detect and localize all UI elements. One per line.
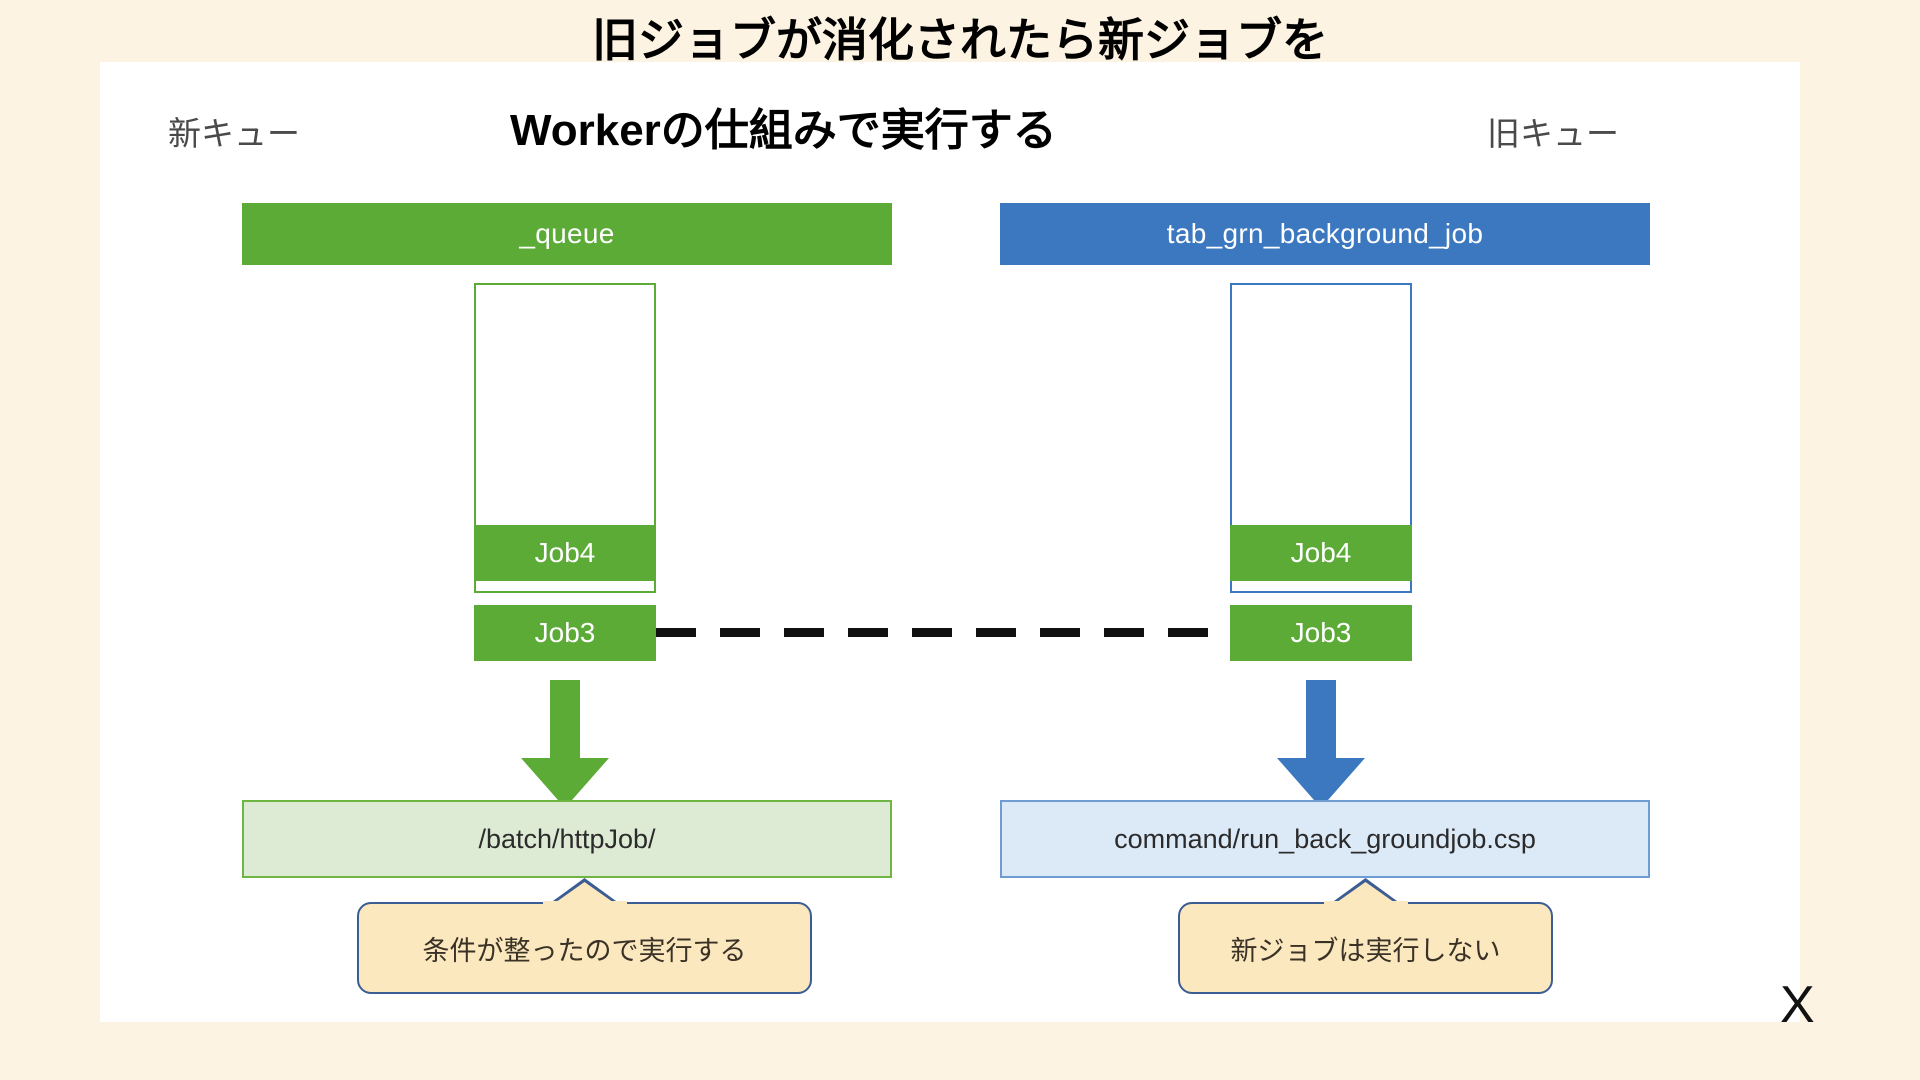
new-queue-job4-block: Job4 — [474, 525, 656, 581]
old-queue-job3-block: Job3 — [1230, 605, 1412, 661]
page-title-line-1: 旧ジョブが消化されたら新ジョブを — [592, 14, 1328, 66]
old-queue-callout: 新ジョブは実行しない — [1178, 878, 1553, 994]
page-title-line-2: Workerの仕組みで実行する — [510, 106, 1057, 155]
old-queue-header: tab_grn_background_job — [1000, 203, 1650, 265]
job3-dashed-connector — [656, 628, 1230, 637]
old-queue-job4-block: Job4 — [1230, 525, 1412, 581]
new-queue-caption: 新キュー — [168, 115, 300, 152]
new-queue-callout: 条件が整ったので実行する — [357, 878, 812, 994]
new-queue-header: _queue — [242, 203, 892, 265]
callout-tail-mask — [542, 901, 627, 909]
new-queue-down-arrow-icon — [517, 680, 613, 810]
callout-tail-mask — [1323, 901, 1408, 909]
new-queue-callout-text: 条件が整ったので実行する — [422, 935, 747, 966]
old-queue-caption: 旧キュー — [1487, 115, 1619, 152]
old-queue-callout-text: 新ジョブは実行しない — [1230, 935, 1501, 966]
new-queue-job3-block: Job3 — [474, 605, 656, 661]
old-queue-endpoint-box: command/run_back_groundjob.csp — [1000, 800, 1650, 878]
new-queue-endpoint-box: /batch/httpJob/ — [242, 800, 892, 878]
close-x-marker: X — [1780, 976, 1815, 1034]
old-queue-down-arrow-icon — [1273, 680, 1369, 810]
